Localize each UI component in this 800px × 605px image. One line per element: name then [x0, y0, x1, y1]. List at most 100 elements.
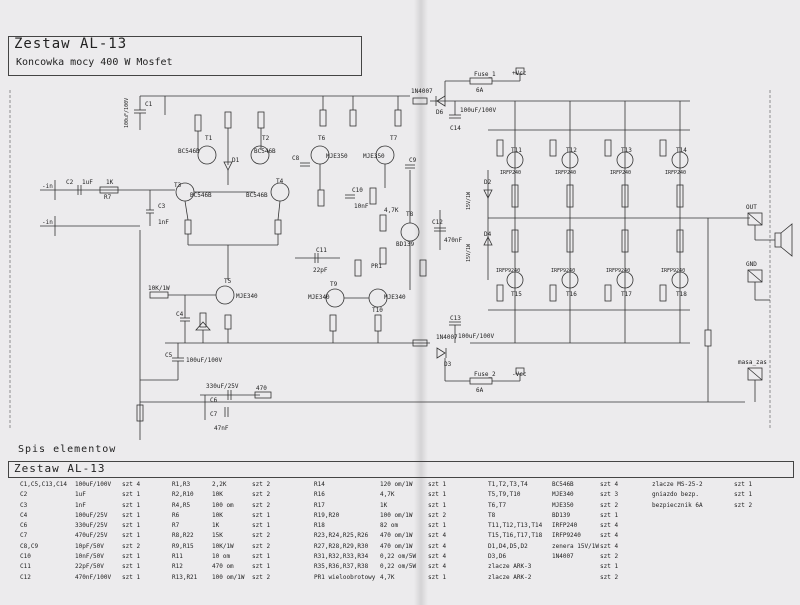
label-c14-value: 100uF/100V: [460, 107, 497, 114]
parts-cell: R11: [172, 553, 183, 561]
parts-cell: szt 2: [734, 501, 753, 509]
label-r470: 470: [256, 385, 267, 392]
parts-cell: szt 2: [252, 501, 271, 509]
label-c6: C6: [210, 397, 218, 404]
label-t7: T7: [390, 135, 398, 142]
label-c1-value: 100uF/100V: [124, 98, 130, 128]
label-t10-value: MJE340: [384, 294, 406, 301]
parts-cell: szt 1: [252, 553, 271, 561]
parts-cell: R16: [314, 491, 325, 499]
label-fuse2-rating: 6A: [476, 387, 484, 394]
parts-cell: szt 2: [252, 542, 271, 550]
label-gnd: GND: [746, 261, 757, 268]
label-c10-value: 10nF: [354, 203, 369, 210]
parts-cell: 15K: [212, 532, 223, 540]
parts-cell: 100uF/100V: [75, 481, 112, 488]
label-t3-value: BC546B: [190, 192, 212, 199]
parts-cell: BC546B: [552, 481, 574, 488]
parts-cell: MJE340: [552, 491, 574, 499]
label-c9: C9: [409, 157, 417, 164]
label-d3-name: D3: [444, 361, 452, 368]
parts-cell: R31,R32,R33,R34: [314, 553, 369, 561]
label-c5-value: 100uF/100V: [186, 357, 223, 364]
parts-cell: szt 1: [122, 522, 141, 530]
c6-c7-capacitors: [200, 390, 272, 420]
parts-cell: szt 2: [600, 573, 619, 581]
parts-cell: szt 2: [600, 501, 619, 509]
parts-cell: szt 4: [600, 522, 619, 530]
label-t18: T18: [676, 291, 687, 298]
label-t4-value: BC546B: [246, 192, 268, 199]
parts-cell: 10K: [212, 511, 223, 519]
vas-stage: [300, 96, 415, 207]
schematic-labels: +Vcc Fuse_1 6A -Vcc Fuse_2 6A -in -in OU…: [42, 70, 767, 432]
parts-cell: szt 1: [734, 491, 753, 499]
parts-cell: szt 1: [122, 501, 141, 509]
parts-cell: zlacze ARK-3: [488, 563, 532, 571]
parts-cell: szt 1: [122, 563, 141, 571]
parts-cell: R23,R24,R25,R26: [314, 532, 369, 540]
c3-capacitor: [146, 190, 154, 226]
parts-cell: 4,7K: [380, 491, 395, 499]
parts-cell: C8,C9: [20, 542, 39, 550]
label-in-2: -in: [42, 219, 53, 226]
parts-cell: 1N4007: [552, 553, 574, 561]
label-d6: 1N4007: [411, 88, 433, 95]
parts-cell: 470 om/1W: [380, 542, 413, 550]
parts-cell: C4: [20, 511, 28, 519]
parts-cell: 100uF/25V: [75, 511, 108, 519]
d3-diode: [412, 339, 447, 381]
parts-cell: szt 4: [122, 481, 141, 488]
c5-capacitor: [140, 343, 184, 381]
parts-cell: 470uF/25V: [75, 532, 108, 540]
parts-cell: R19,R20: [314, 511, 340, 519]
parts-cell: szt 2: [252, 573, 271, 581]
d6-diode: [412, 81, 446, 107]
label-c12-value: 470nF: [444, 237, 462, 244]
current-source: [149, 285, 235, 343]
parts-cell: szt 4: [428, 532, 447, 540]
parts-cell: szt 1: [428, 491, 447, 499]
mosfet-stage: [488, 101, 750, 343]
parts-cell: 10K/1W: [212, 542, 234, 550]
parts-cell: T11,T12,T13,T14: [488, 522, 543, 530]
parts-cell: 100 om/1W: [212, 573, 245, 581]
parts-cell: zlacze MS-25-2: [652, 481, 703, 488]
parts-cell: R27,R28,R29,R30: [314, 542, 369, 550]
label-t1: T1: [205, 135, 213, 142]
label-c13-value: 100uF/100V: [458, 333, 495, 340]
label-t11: T11: [511, 147, 522, 154]
parts-cell: R2,R10: [172, 491, 194, 499]
diff-pair: [175, 111, 290, 280]
parts-cell: 470nF/100V: [75, 573, 112, 581]
parts-cell: R4,R5: [172, 501, 191, 509]
c13-capacitor: [449, 321, 461, 343]
label-t18-value: IRFP9240: [661, 268, 685, 274]
parts-heading: Spis elementow: [18, 444, 117, 455]
parts-cell: szt 1: [600, 563, 619, 571]
parts-cell: 1nF: [75, 501, 86, 509]
parts-cell: 1uF: [75, 491, 86, 499]
label-t11-value: IRFP240: [500, 170, 521, 176]
label-fuse1: Fuse_1: [474, 71, 496, 78]
label-t13: T13: [621, 147, 632, 154]
parts-cell: szt 2: [122, 542, 141, 550]
